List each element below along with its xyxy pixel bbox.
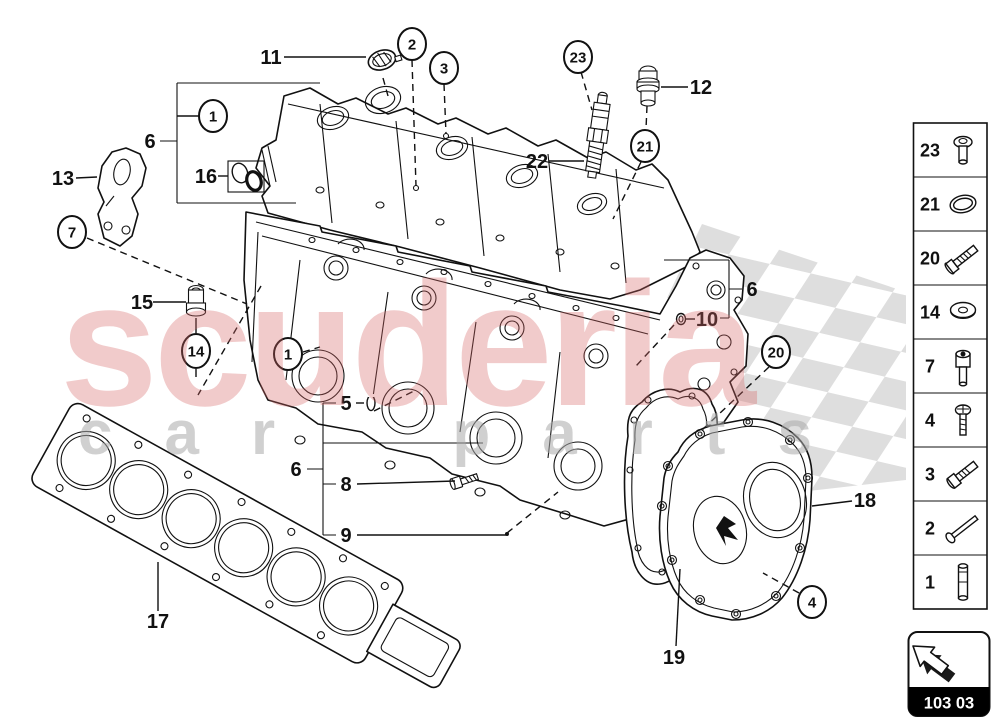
label-11[interactable]: 11 xyxy=(260,47,281,69)
label-12[interactable]: 12 xyxy=(690,77,712,99)
oil-filler-cap-drawing xyxy=(367,49,403,71)
cover-bolt-holes xyxy=(656,416,814,620)
label-6-top-left[interactable]: 6 xyxy=(144,131,155,153)
page-code-bar xyxy=(908,687,990,716)
callout-circle-21[interactable]: 21 xyxy=(630,129,660,163)
callout-circle-1-top[interactable]: 1 xyxy=(198,99,228,133)
cylinder-head-drawing xyxy=(243,211,749,527)
part-labels: 11 6 13 16 15 22 12 10 5 6 8 9 6 17 19 1… xyxy=(52,47,876,669)
sidebar-item-7[interactable]: 7 xyxy=(925,349,971,387)
label-9[interactable]: 9 xyxy=(340,525,351,547)
callout-circle-1-center[interactable]: 1 xyxy=(273,337,303,371)
dowel-pin-icon xyxy=(957,563,969,601)
long-stud-bolt-icon xyxy=(945,514,979,544)
socket-head-bolt-icon xyxy=(955,349,971,387)
o-ring-icon xyxy=(949,194,977,214)
page-code-box[interactable]: 103 03 xyxy=(907,631,991,717)
screw-plug-drawing xyxy=(185,284,207,317)
sidebar-item-14[interactable]: 14 xyxy=(920,301,977,323)
label-10[interactable]: 10 xyxy=(696,309,718,331)
callout-circle-23[interactable]: 23 xyxy=(563,40,593,74)
flange-bolt-icon xyxy=(944,244,979,275)
svg-text:21: 21 xyxy=(920,195,940,215)
dome-head-screw-icon xyxy=(954,404,972,436)
svg-text:20: 20 xyxy=(768,345,785,362)
sidebar-item-1[interactable]: 1 xyxy=(925,563,969,601)
leader-lines xyxy=(75,56,853,647)
pan-head-screw-icon xyxy=(953,135,973,165)
sidebar-item-23[interactable]: 23 xyxy=(920,135,973,165)
label-17[interactable]: 17 xyxy=(147,611,169,633)
svg-text:2: 2 xyxy=(408,37,416,54)
sidebar-item-4[interactable]: 4 xyxy=(925,404,972,436)
callout-circle-3[interactable]: 3 xyxy=(429,51,459,85)
label-19[interactable]: 19 xyxy=(663,647,685,669)
callout-circle-2[interactable]: 2 xyxy=(397,27,427,61)
svg-text:21: 21 xyxy=(637,139,654,156)
label-5[interactable]: 5 xyxy=(340,393,351,415)
svg-text:3: 3 xyxy=(925,465,935,485)
svg-text:1: 1 xyxy=(925,573,935,593)
sidebar-item-20[interactable]: 20 xyxy=(920,243,980,275)
cover-arrow-mark xyxy=(716,516,738,546)
svg-text:14: 14 xyxy=(920,303,940,323)
svg-text:14: 14 xyxy=(188,344,205,361)
sidebar-item-3[interactable]: 3 xyxy=(925,459,979,489)
valve-cover-drawing xyxy=(255,85,701,300)
callout-circle-4[interactable]: 4 xyxy=(797,585,827,619)
lifting-bracket-drawing xyxy=(97,147,147,247)
label-8[interactable]: 8 xyxy=(340,474,351,496)
callout-circle-20[interactable]: 20 xyxy=(761,335,791,369)
svg-text:4: 4 xyxy=(925,411,935,431)
sidebar-item-21[interactable]: 21 xyxy=(920,193,977,215)
svg-text:3: 3 xyxy=(440,61,448,78)
callout-circle-14[interactable]: 14 xyxy=(181,333,211,369)
washer-icon xyxy=(949,301,977,320)
svg-text:7: 7 xyxy=(68,225,76,242)
page-code-text: 103 03 xyxy=(924,695,974,713)
label-18[interactable]: 18 xyxy=(854,490,876,512)
hex-bolt-icon xyxy=(946,460,979,489)
retaining-clip-drawing xyxy=(366,394,376,412)
callout-circle-7[interactable]: 7 xyxy=(57,215,87,249)
label-13[interactable]: 13 xyxy=(52,168,74,190)
svg-text:23: 23 xyxy=(570,50,587,67)
timing-cover-drawing xyxy=(656,416,814,621)
svg-text:23: 23 xyxy=(920,141,940,161)
sidebar-item-2[interactable]: 2 xyxy=(925,513,980,544)
svg-text:1: 1 xyxy=(284,347,292,364)
svg-text:4: 4 xyxy=(808,595,817,612)
callout-circles: 1 2 3 23 21 7 14 1 xyxy=(57,27,827,619)
svg-text:7: 7 xyxy=(925,357,935,377)
label-16[interactable]: 16 xyxy=(195,166,217,188)
head-gasket-drawing xyxy=(31,402,461,689)
label-22[interactable]: 22 xyxy=(526,151,548,173)
sensor-plug-drawing xyxy=(636,65,660,107)
back-arrow-icon xyxy=(912,645,956,683)
svg-text:20: 20 xyxy=(920,249,940,269)
label-15[interactable]: 15 xyxy=(131,292,153,314)
svg-text:2: 2 xyxy=(925,519,935,539)
label-6-right[interactable]: 6 xyxy=(746,279,757,301)
small-seal-drawing xyxy=(675,312,687,326)
spark-plug-drawing xyxy=(584,91,611,179)
svg-text:1: 1 xyxy=(209,109,217,126)
label-6-mid-left[interactable]: 6 xyxy=(290,459,301,481)
sidebar-parts-legend: 23 21 20 14 xyxy=(912,122,988,610)
